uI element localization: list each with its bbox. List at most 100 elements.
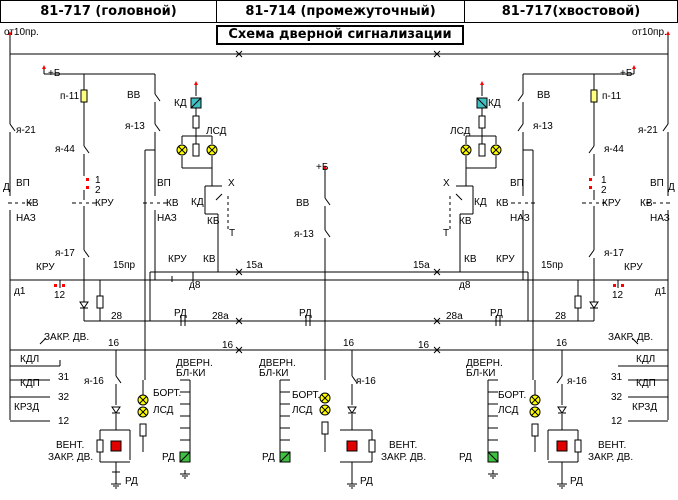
- label-2-left: 2: [95, 185, 101, 196]
- label-kru-right: КРУ: [602, 198, 621, 209]
- label-vent-mid: ВЕНТ.: [389, 440, 417, 451]
- label-p11-right: п-11: [602, 91, 622, 102]
- label-kdl-left: КДЛ: [20, 354, 39, 365]
- header-tail-car: 81-717(хвостовой): [464, 1, 677, 22]
- label-28a-right: 28а: [446, 311, 463, 322]
- label-krzd-left: КРЗД: [14, 402, 39, 413]
- label-kv-2-right: КВ: [459, 216, 472, 227]
- label-dvern-mid: ДВЕРН.: [259, 358, 296, 369]
- label-lsd-right: ЛСД: [450, 126, 471, 137]
- label-32-left: 32: [58, 392, 70, 403]
- label-naz-2-left: НАЗ: [157, 213, 177, 224]
- label-lsd-left: ЛСД: [206, 126, 227, 137]
- label-bort-lsd-left: ЛСД: [153, 405, 174, 416]
- label-15a-right: 15а: [413, 260, 430, 271]
- diagram-title: Схема дверной сигнализации: [216, 25, 464, 45]
- label-kru-3-right: КРУ: [496, 254, 515, 265]
- label-plus-b-right: +Б: [620, 68, 633, 79]
- label-rd-3-left: РД: [125, 476, 138, 487]
- label-ot10pr-left: от10пр.: [4, 27, 39, 38]
- label-16-mid: 16: [343, 338, 355, 349]
- label-ya44-left: я-44: [55, 144, 75, 155]
- label-kv-left: КВ: [26, 198, 39, 209]
- label-vent-zakr-right: ЗАКР. ДВ.: [588, 452, 633, 463]
- label-naz-right: НАЗ: [650, 213, 670, 224]
- label-15pr-left: 15пр: [113, 260, 136, 271]
- label-1-right: 1: [601, 175, 607, 186]
- label-12-2-left: 12: [58, 416, 70, 427]
- label-plus-b-left: +Б: [48, 68, 61, 79]
- top-bus: [7, 30, 671, 58]
- label-bort-right: БОРТ.: [498, 390, 526, 401]
- header-middle-car: 81-714 (промежуточный): [216, 1, 464, 22]
- label-zakr-dv-right: ЗАКР. ДВ.: [608, 332, 653, 343]
- label-t-left: Т: [229, 228, 235, 239]
- label-d1-left: д1: [14, 286, 26, 297]
- label-dvern-left: ДВЕРН.: [176, 358, 213, 369]
- label-rd-left: РД: [174, 308, 187, 319]
- label-dvern-right: ДВЕРН.: [466, 358, 503, 369]
- label-16-left: 16: [108, 338, 120, 349]
- label-kdp-right: КДП: [636, 378, 656, 389]
- label-kd-left: КД: [174, 98, 187, 109]
- label-kru-left: КРУ: [95, 198, 114, 209]
- car-header: 81-717 (головной) 81-714 (промежуточный)…: [0, 0, 678, 23]
- label-15pr-right: 15пр: [541, 260, 564, 271]
- middle-car-circuit: [279, 164, 376, 489]
- label-ya13-mid: я-13: [294, 229, 314, 240]
- label-vent-left: ВЕНТ.: [56, 440, 84, 451]
- label-31-right: 31: [611, 372, 623, 383]
- label-ya17-right: я-17: [604, 248, 624, 259]
- label-vv-left: ВВ: [127, 90, 141, 101]
- label-t-right: Т: [443, 228, 449, 239]
- label-kd-2-left: КД: [191, 197, 204, 208]
- label-1-left: 1: [95, 175, 101, 186]
- label-kv-3-left: КВ: [166, 198, 179, 209]
- label-vent-zakr-mid: ЗАКР. ДВ.: [381, 452, 426, 463]
- label-bort-left: БОРТ.: [153, 388, 181, 399]
- label-vp-2-left: ВП: [157, 178, 171, 189]
- label-32-right: 32: [611, 392, 623, 403]
- label-d1-right: д1: [655, 286, 667, 297]
- label-bort-mid: БОРТ.: [292, 390, 320, 401]
- label-rd-3-right: РД: [570, 476, 583, 487]
- label-12-left: 12: [54, 290, 66, 301]
- label-16-2-right: 16: [418, 340, 430, 351]
- label-rd-2-mid: РД: [262, 452, 275, 463]
- right-car-circuit: [449, 54, 671, 489]
- label-ya13-right: я-13: [533, 121, 553, 132]
- label-2-right: 2: [601, 185, 607, 196]
- label-p11-left: п-11: [60, 91, 80, 102]
- label-31-left: 31: [58, 372, 70, 383]
- label-ya21-right: я-21: [638, 125, 658, 136]
- label-kd-2-right: КД: [474, 197, 487, 208]
- label-kru-2-left: КРУ: [36, 262, 55, 273]
- label-28-left: 28: [111, 311, 123, 322]
- label-ya17-left: я-17: [55, 248, 75, 259]
- label-naz-2-right: НАЗ: [510, 213, 530, 224]
- label-blki-left: БЛ-КИ: [176, 368, 205, 379]
- label-blki-mid: БЛ-КИ: [259, 368, 288, 379]
- header-head-car: 81-717 (головной): [40, 4, 177, 19]
- label-kv-4-right: КВ: [464, 254, 477, 265]
- label-bort-lsd-right: ЛСД: [498, 405, 519, 416]
- label-rd-2-right: РД: [459, 452, 472, 463]
- label-rd-right: РД: [490, 308, 503, 319]
- label-vv-mid: ВВ: [296, 198, 310, 209]
- label-16-right: 16: [556, 338, 568, 349]
- label-rd-mid: РД: [299, 308, 312, 319]
- label-bort-lsd-mid: ЛСД: [292, 405, 313, 416]
- label-28a-left: 28а: [212, 311, 229, 322]
- label-ya16-left: я-16: [84, 376, 104, 387]
- label-kru-2-right: КРУ: [624, 262, 643, 273]
- label-kd-right: КД: [488, 98, 501, 109]
- label-naz-left: НАЗ: [16, 213, 36, 224]
- label-kru-3-left: КРУ: [168, 254, 187, 265]
- label-d-left: Д: [3, 182, 10, 193]
- label-kv-3-right: КВ: [496, 198, 509, 209]
- bus-28: [84, 316, 594, 326]
- label-kv-right: КВ: [640, 198, 653, 209]
- label-vp-right: ВП: [650, 178, 664, 189]
- label-kv-2-left: КВ: [207, 216, 220, 227]
